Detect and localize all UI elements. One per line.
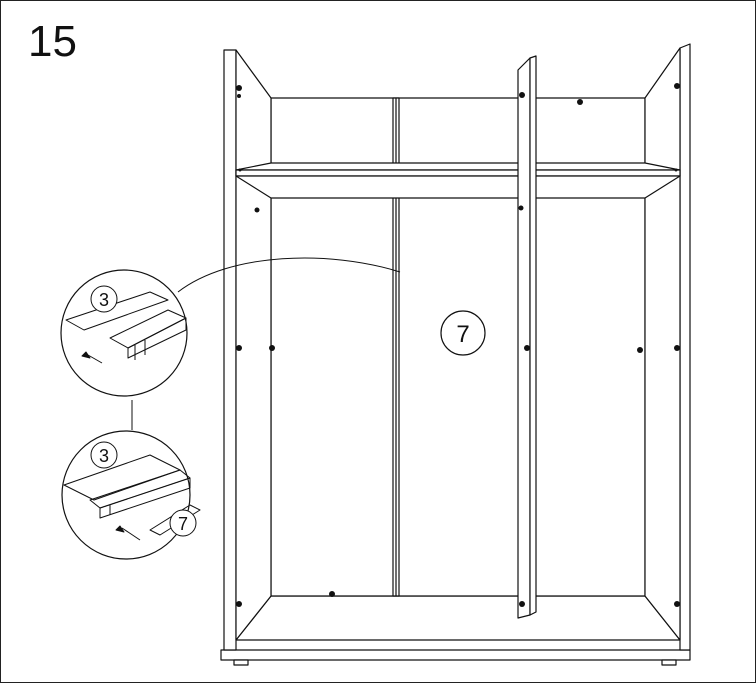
base-plinth — [220, 649, 691, 666]
detail-circle-bottom — [61, 430, 201, 560]
bottom-board — [235, 595, 681, 641]
front-divider — [517, 55, 537, 619]
part-3-top-label: 3 — [99, 290, 109, 310]
part-7-bottom-label: 7 — [178, 514, 188, 534]
callout-part-3-bottom: 3 — [90, 441, 118, 469]
callout-part-7: 7 — [440, 310, 486, 356]
callout-part-3-top: 3 — [90, 285, 118, 313]
detail-circle-top — [60, 269, 188, 397]
part-3-bottom-label: 3 — [99, 446, 109, 466]
callout-part-7-bottom: 7 — [169, 509, 197, 537]
hardware-marks — [236, 83, 680, 607]
right-side-panel — [644, 43, 691, 651]
part-7-label: 7 — [456, 321, 469, 348]
step-number: 15 — [28, 17, 77, 66]
left-side-panel — [223, 49, 272, 651]
callout-line — [177, 257, 401, 293]
shelf — [235, 162, 681, 199]
